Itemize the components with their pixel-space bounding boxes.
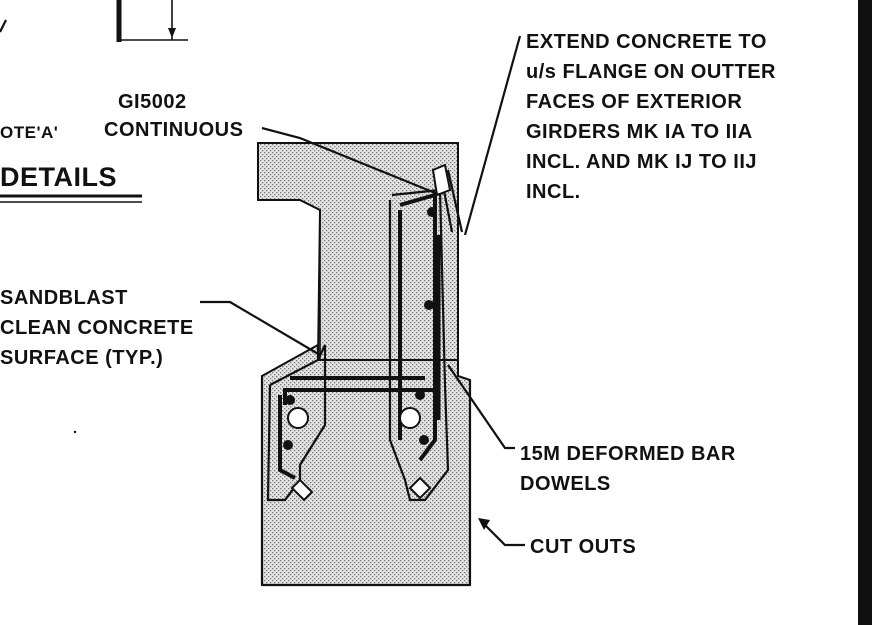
- top-hook-bar: [431, 163, 452, 197]
- note-dowels-line2: DOWELS: [520, 473, 611, 495]
- top-dimension-marks: [0, 0, 188, 42]
- note-sandblast-line3: SURFACE (TYP.): [0, 347, 163, 369]
- note-sandblast-line1: SANDBLAST: [0, 287, 128, 309]
- bottom-flange-outline: [266, 188, 450, 502]
- note-extend-line4: GIRDERS MK IA TO IIA: [526, 121, 753, 143]
- title-details: DETAILS: [0, 162, 117, 192]
- sheet-border: [858, 0, 872, 625]
- rebar-dots: [283, 207, 437, 450]
- label-note-a: OTE'A': [0, 123, 58, 142]
- note-sandblast-line2: CLEAN CONCRETE: [0, 317, 194, 339]
- note-extend-line2: u/s FLANGE ON OUTTER: [526, 61, 776, 83]
- note-extend-line1: EXTEND CONCRETE TO: [526, 31, 767, 53]
- label-continuous: CONTINUOUS: [104, 119, 243, 141]
- note-cut-outs: CUT OUTS: [530, 536, 636, 558]
- rebar-stirrups: [278, 169, 464, 480]
- cut-out-holes: [287, 407, 421, 429]
- note-extend-line5: INCL. AND MK IJ TO IIJ: [526, 151, 757, 173]
- girder-section: [257, 142, 459, 361]
- anchor-plates: [290, 476, 432, 502]
- label-gi5002: GI5002: [118, 91, 187, 113]
- note-extend-line3: FACES OF EXTERIOR: [526, 91, 742, 113]
- note-extend-line6: INCL.: [526, 181, 581, 203]
- note-dowels-line1: 15M DEFORMED BAR: [520, 443, 736, 465]
- leader-lines: [200, 35, 525, 547]
